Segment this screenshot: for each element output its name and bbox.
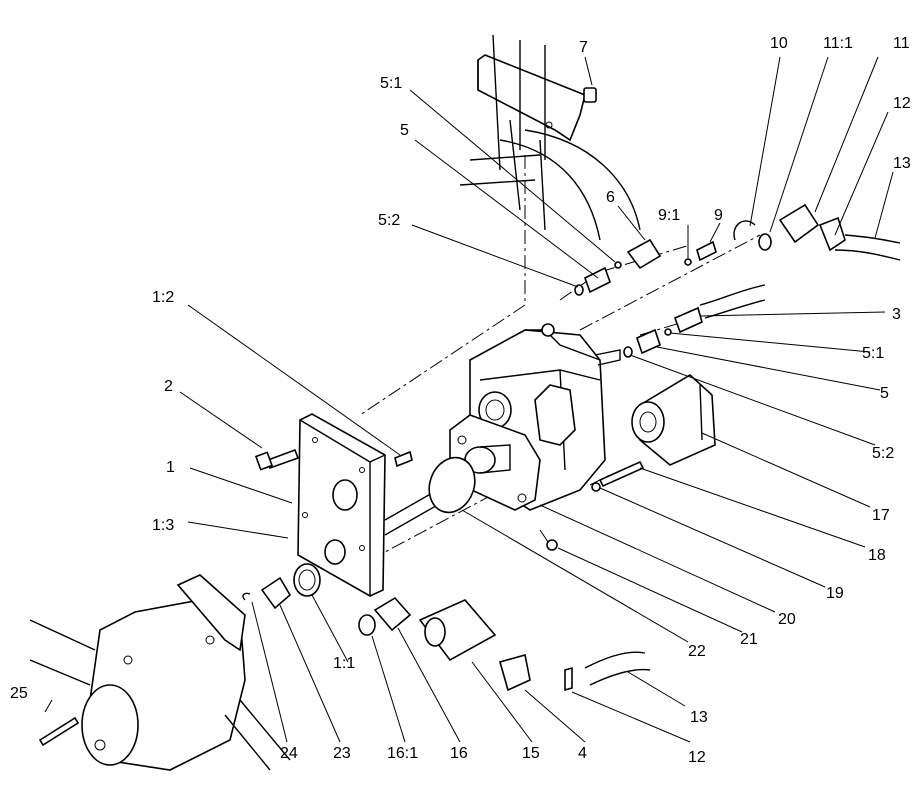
- callout-7: 7: [579, 39, 588, 56]
- callout-15: 15: [522, 745, 540, 762]
- callout-20: 20: [778, 611, 796, 628]
- callout-1-1: 1:1: [333, 655, 355, 672]
- callout-3: 3: [892, 306, 901, 323]
- callout-1-3: 1:3: [152, 517, 174, 534]
- callout-17: 17: [872, 507, 890, 524]
- callout-labels: 7 10 11:1 11 12 13 5:1 5 6 9:1 9 5:2 1:2…: [10, 35, 911, 766]
- callout-24: 24: [280, 745, 298, 762]
- callout-1-2: 1:2: [152, 289, 174, 306]
- callout-13: 13: [690, 709, 708, 726]
- callout-18: 18: [868, 547, 886, 564]
- fasteners: [38, 448, 645, 747]
- callout-5-2: 5:2: [872, 445, 894, 462]
- callout-5-1: 5:1: [862, 345, 884, 362]
- callout-12: 12: [688, 749, 706, 766]
- filter: [631, 374, 716, 466]
- axle-housing: [29, 574, 291, 771]
- callout-5: 5: [880, 385, 889, 402]
- fittings-upper: [574, 87, 846, 296]
- callout-21: 21: [740, 631, 758, 648]
- callout-13: 13: [893, 155, 911, 172]
- callout-4: 4: [578, 745, 587, 762]
- hoses: [584, 234, 901, 686]
- lower-parts: [242, 563, 573, 692]
- callout-16-1: 16:1: [387, 745, 418, 762]
- callout-10: 10: [770, 35, 788, 52]
- callout-6: 6: [606, 189, 615, 206]
- callout-11: 11: [893, 35, 910, 52]
- pump-assembly: [449, 323, 621, 511]
- callout-19: 19: [826, 585, 844, 602]
- callout-9: 9: [714, 207, 723, 224]
- callout-9-1: 9:1: [658, 207, 680, 224]
- callout-5-1: 5:1: [380, 75, 402, 92]
- mounting-plate: [297, 413, 456, 597]
- callout-2: 2: [164, 378, 173, 395]
- callout-11-1: 11:1: [823, 35, 853, 52]
- callout-22: 22: [688, 643, 706, 660]
- callout-1: 1: [166, 459, 175, 476]
- leader-lines: [44, 56, 894, 743]
- callout-12: 12: [893, 95, 911, 112]
- callout-25: 25: [10, 685, 28, 702]
- o-ring: [428, 456, 476, 514]
- fittings-right: [623, 306, 703, 358]
- callout-5-2: 5:2: [378, 212, 400, 229]
- frame-bracket: [459, 34, 641, 241]
- callout-23: 23: [333, 745, 351, 762]
- callout-16: 16: [450, 745, 468, 762]
- callout-5: 5: [400, 122, 409, 139]
